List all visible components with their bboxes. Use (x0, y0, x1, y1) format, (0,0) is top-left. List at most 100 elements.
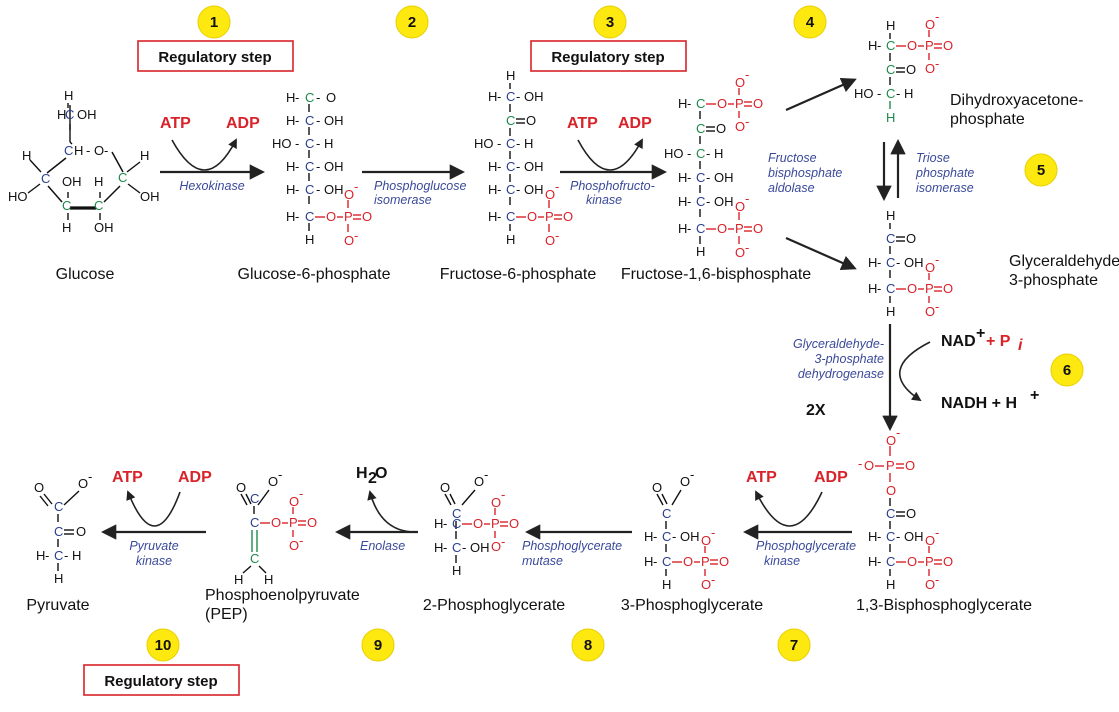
svg-text:OH: OH (714, 194, 734, 209)
svg-text:H: H (644, 554, 653, 569)
step1-adp: ADP (226, 115, 260, 132)
svg-text:-: - (516, 182, 520, 197)
svg-text:O: O (76, 524, 86, 539)
svg-text:H: H (868, 529, 877, 544)
svg-text:HO: HO (8, 189, 28, 204)
svg-text:-: - (462, 540, 466, 555)
svg-text:C: C (94, 198, 103, 213)
svg-text:C: C (118, 170, 127, 185)
f16bp-label: Fructose-1,6-bisphosphate (621, 266, 811, 283)
svg-text:-: - (316, 113, 320, 128)
svg-text:-: - (858, 456, 862, 471)
regulatory-step-box-1: Regulatory step (137, 40, 294, 72)
svg-text:-: - (497, 209, 501, 224)
step8-reaction: Phosphoglycerate mutase (522, 524, 632, 568)
svg-text:H: H (22, 148, 31, 163)
svg-text:H: H (234, 572, 243, 587)
svg-text:-: - (295, 209, 299, 224)
svg-text:HO: HO (474, 136, 494, 151)
svg-text:O: O (683, 554, 693, 569)
svg-text:O: O (905, 458, 915, 473)
svg-text:-: - (299, 486, 303, 501)
svg-text:-: - (706, 146, 710, 161)
pg3-structure: O O - C H - C - OH H - C O P O O - O - H (644, 467, 729, 592)
svg-text:H: H (886, 18, 895, 33)
svg-text:O: O (271, 515, 281, 530)
svg-text:NADH + H: NADH + H (941, 395, 1017, 412)
svg-text:H: H (488, 209, 497, 224)
svg-text:H: H (64, 88, 73, 103)
svg-text:O: O (307, 515, 317, 530)
svg-text:O: O (925, 260, 935, 275)
step7-adp: ADP (814, 469, 848, 486)
svg-text:H: H (868, 38, 877, 53)
svg-text:NAD: NAD (941, 333, 976, 350)
step-badge-5: 5 (1024, 153, 1058, 187)
svg-text:C: C (506, 89, 515, 104)
svg-text:H: H (36, 548, 45, 563)
svg-text:H: H (72, 548, 81, 563)
svg-text:O: O (375, 465, 387, 482)
svg-text:H: H (868, 281, 877, 296)
svg-text:H: H (286, 90, 295, 105)
svg-text:O: O (680, 474, 690, 489)
svg-text:6: 6 (1063, 362, 1071, 379)
enzyme-aldolase-line3: aldolase (768, 181, 815, 195)
svg-text:HO: HO (664, 146, 684, 161)
svg-text:H: H (434, 516, 443, 531)
svg-text:O: O (906, 506, 916, 521)
svg-text:C: C (696, 96, 705, 111)
step7-reaction: ATP ADP Phosphoglycerate kinase (742, 469, 856, 568)
step-badge-3: 3 (593, 5, 627, 39)
svg-text:-: - (896, 86, 900, 101)
enzyme-hexokinase: Hexokinase (179, 179, 244, 193)
svg-text:C: C (250, 551, 259, 566)
two-x-label: 2X (806, 402, 826, 419)
svg-text:-: - (555, 228, 559, 243)
svg-text:-: - (516, 159, 520, 174)
svg-text:-: - (295, 136, 299, 151)
svg-text:H: H (868, 554, 877, 569)
svg-text:P: P (491, 516, 500, 531)
svg-text:O: O (440, 480, 450, 495)
pg2-structure: O O - C H - C O P O O - O - H - C - OH H (434, 467, 519, 578)
svg-text:H: H (678, 221, 687, 236)
svg-text:C: C (886, 506, 895, 521)
svg-text:-: - (316, 159, 320, 174)
svg-text:H: H (452, 563, 461, 578)
svg-text:O: O (326, 90, 336, 105)
f16bp-structure: H - C O P O O - O - C O HO - C - H H - C… (664, 67, 763, 260)
svg-text:H: H (264, 572, 273, 587)
g6p-label: Glucose-6-phosphate (238, 266, 391, 283)
svg-text:-: - (711, 572, 715, 587)
enzyme-enolase: Enolase (360, 539, 405, 553)
svg-text:C: C (886, 554, 895, 569)
step10-reaction: ATP ADP Pyruvate kinase (100, 469, 212, 568)
svg-text:-: - (935, 525, 939, 540)
glucose-structure: H C OH H C H - O - C H OH C H HO C C OH … (8, 88, 160, 235)
svg-text:O: O (268, 474, 278, 489)
svg-text:C: C (452, 506, 461, 521)
bpg13-label: 1,3-Bisphosphoglycerate (856, 597, 1032, 614)
svg-text:C: C (305, 90, 314, 105)
svg-text:O: O (719, 554, 729, 569)
svg-text:C: C (65, 107, 74, 122)
step10-adp: ADP (178, 469, 212, 486)
svg-text:OH: OH (324, 113, 344, 128)
svg-text:-: - (896, 529, 900, 544)
svg-text:O: O (735, 199, 745, 214)
svg-text:-: - (935, 252, 939, 267)
svg-text:OH: OH (904, 529, 924, 544)
svg-text:H: H (286, 209, 295, 224)
svg-text:O: O (527, 209, 537, 224)
svg-text:O: O (907, 38, 917, 53)
svg-text:P: P (344, 209, 353, 224)
svg-text:O: O (362, 209, 372, 224)
svg-text:O: O (344, 187, 354, 202)
svg-text:O: O (701, 577, 711, 592)
svg-text:C: C (54, 524, 63, 539)
svg-text:H: H (74, 143, 83, 158)
svg-text:C: C (305, 136, 314, 151)
svg-text:O: O (735, 245, 745, 260)
